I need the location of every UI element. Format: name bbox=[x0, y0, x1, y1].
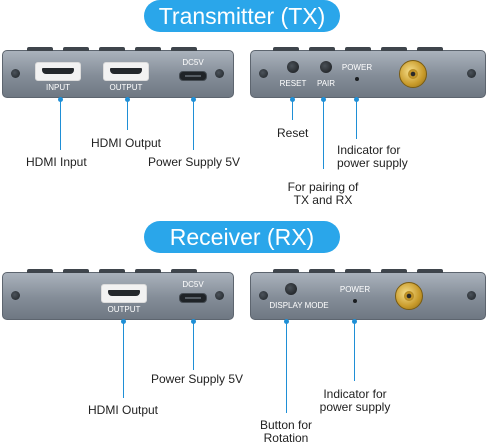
cooling-fin bbox=[27, 47, 53, 51]
tx-back-panel: RESET PAIR POWER bbox=[250, 47, 486, 98]
rx-back-panel: DISPLAY MODE POWER bbox=[250, 269, 486, 320]
port-label-dc5v: DC5V bbox=[182, 58, 204, 67]
cooling-fin bbox=[171, 47, 197, 51]
caption-power-supply: Power Supply 5V bbox=[151, 372, 244, 386]
cooling-fin bbox=[417, 269, 443, 273]
cooling-fin bbox=[63, 47, 89, 51]
caption-indicator-line1: Indicator for bbox=[337, 143, 401, 157]
caption-indicator-line2: power supply bbox=[337, 156, 408, 170]
caption-indicator-line1: Indicator for bbox=[323, 387, 387, 401]
port-label-input: INPUT bbox=[46, 83, 70, 92]
cooling-fin bbox=[135, 47, 161, 51]
transmitter-title: Transmitter (TX) bbox=[144, 0, 340, 32]
receiver-title: Receiver (RX) bbox=[144, 221, 340, 253]
reset-label: RESET bbox=[279, 79, 307, 88]
caption-pairing-line1: For pairing of bbox=[287, 180, 359, 194]
caption-pairing-line2: TX and RX bbox=[293, 193, 353, 207]
power-label: POWER bbox=[341, 63, 373, 72]
rx-front-panel: OUTPUT DC5V bbox=[2, 269, 234, 320]
screw-icon bbox=[11, 69, 20, 78]
cooling-fin bbox=[381, 269, 407, 273]
caption-indicator: Indicator for power supply bbox=[312, 388, 398, 414]
port-label-output: OUTPUT bbox=[109, 83, 143, 92]
usb-c-power-port bbox=[179, 293, 207, 303]
screw-icon bbox=[215, 291, 224, 300]
caption-indicator: Indicator for power supply bbox=[337, 144, 408, 170]
port-label-dc5v: DC5V bbox=[182, 280, 204, 289]
callout-line bbox=[354, 319, 355, 381]
tx-front-panel: INPUT OUTPUT DC5V bbox=[2, 47, 234, 98]
cooling-fin bbox=[417, 47, 443, 51]
cooling-fin bbox=[381, 47, 407, 51]
power-label: POWER bbox=[339, 285, 371, 294]
callout-line bbox=[123, 319, 124, 398]
caption-hdmi-input: HDMI Input bbox=[26, 155, 87, 169]
callout-line bbox=[60, 97, 61, 150]
cooling-fin bbox=[309, 269, 335, 273]
hdmi-input-port bbox=[35, 62, 81, 81]
callout-line bbox=[356, 97, 357, 139]
cooling-fin bbox=[135, 269, 161, 273]
screw-icon bbox=[467, 291, 476, 300]
callout-line bbox=[193, 319, 194, 370]
power-indicator-led bbox=[353, 299, 357, 303]
cooling-fin bbox=[171, 269, 197, 273]
caption-pairing: For pairing of TX and RX bbox=[268, 181, 378, 207]
cooling-fin bbox=[27, 269, 53, 273]
caption-indicator-line2: power supply bbox=[319, 400, 391, 414]
hdmi-output-port bbox=[101, 284, 147, 303]
callout-line bbox=[323, 97, 324, 169]
caption-rotation-line2: Rotation bbox=[263, 431, 309, 445]
cooling-fin bbox=[273, 269, 299, 273]
display-mode-label: DISPLAY MODE bbox=[269, 301, 329, 310]
usb-c-power-port bbox=[179, 71, 207, 81]
port-label-output: OUTPUT bbox=[107, 305, 141, 314]
callout-line bbox=[292, 97, 293, 120]
pair-label: PAIR bbox=[316, 79, 336, 88]
display-mode-button bbox=[285, 283, 297, 295]
callout-line bbox=[193, 97, 194, 150]
caption-rotation-line1: Button for bbox=[259, 418, 313, 432]
antenna-connector-icon bbox=[399, 60, 427, 88]
caption-hdmi-output: HDMI Output bbox=[88, 403, 159, 417]
screw-icon bbox=[215, 69, 224, 78]
callout-line bbox=[127, 97, 128, 130]
pair-button bbox=[320, 61, 332, 73]
cooling-fin bbox=[345, 47, 371, 51]
screw-icon bbox=[259, 69, 268, 78]
caption-reset: Reset bbox=[277, 126, 309, 140]
caption-hdmi-output: HDMI Output bbox=[91, 136, 162, 150]
caption-power-supply: Power Supply 5V bbox=[148, 155, 241, 169]
cooling-fin bbox=[99, 269, 125, 273]
reset-button bbox=[287, 61, 299, 73]
callout-line bbox=[286, 319, 287, 413]
caption-rotation: Button for Rotation bbox=[246, 419, 326, 445]
cooling-fin bbox=[309, 47, 335, 51]
cooling-fin bbox=[63, 269, 89, 273]
cooling-fin bbox=[345, 269, 371, 273]
screw-icon bbox=[11, 291, 20, 300]
cooling-fin bbox=[273, 47, 299, 51]
screw-icon bbox=[467, 69, 476, 78]
power-indicator-led bbox=[355, 77, 359, 81]
cooling-fin bbox=[99, 47, 125, 51]
antenna-connector-icon bbox=[395, 282, 423, 310]
screw-icon bbox=[259, 291, 268, 300]
hdmi-output-port bbox=[103, 62, 149, 81]
